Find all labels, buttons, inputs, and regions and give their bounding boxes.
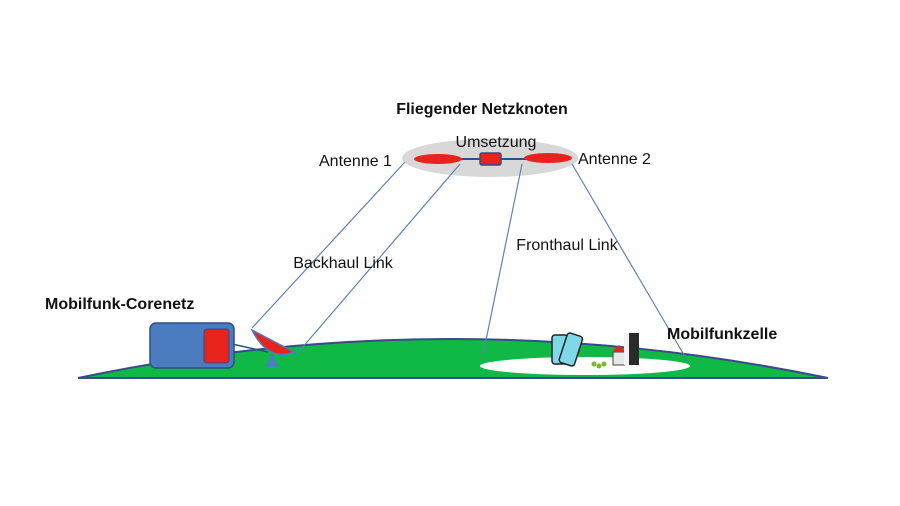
fronthaul-line-2 bbox=[571, 163, 688, 361]
antenna-1-label: Antenne 1 bbox=[319, 153, 392, 170]
fronthaul-label: Fronthaul Link bbox=[516, 237, 618, 254]
cell-coverage-area bbox=[480, 357, 690, 375]
antenna-2-icon bbox=[524, 153, 572, 163]
cell-label: Mobilfunkzelle bbox=[667, 326, 777, 343]
satellite-dish-icon bbox=[250, 328, 296, 367]
backhaul-line-1 bbox=[251, 161, 406, 329]
antenna-2-label: Antenne 2 bbox=[578, 151, 651, 168]
building-icon bbox=[612, 333, 639, 366]
backhaul-line-2 bbox=[295, 163, 461, 356]
core-network-icon bbox=[149, 322, 269, 369]
backhaul-label: Backhaul Link bbox=[293, 255, 394, 272]
flying-node-label: Fliegender Netzknoten bbox=[396, 101, 568, 118]
core-network-label: Mobilfunk-Corenetz bbox=[45, 296, 194, 313]
fronthaul-line-1 bbox=[482, 163, 523, 356]
conversion-label: Umsetzung bbox=[456, 134, 537, 151]
conversion-unit-icon bbox=[479, 152, 502, 166]
antenna-1-icon bbox=[414, 154, 462, 164]
phone-icon bbox=[551, 332, 584, 367]
plants-icon bbox=[591, 361, 607, 369]
